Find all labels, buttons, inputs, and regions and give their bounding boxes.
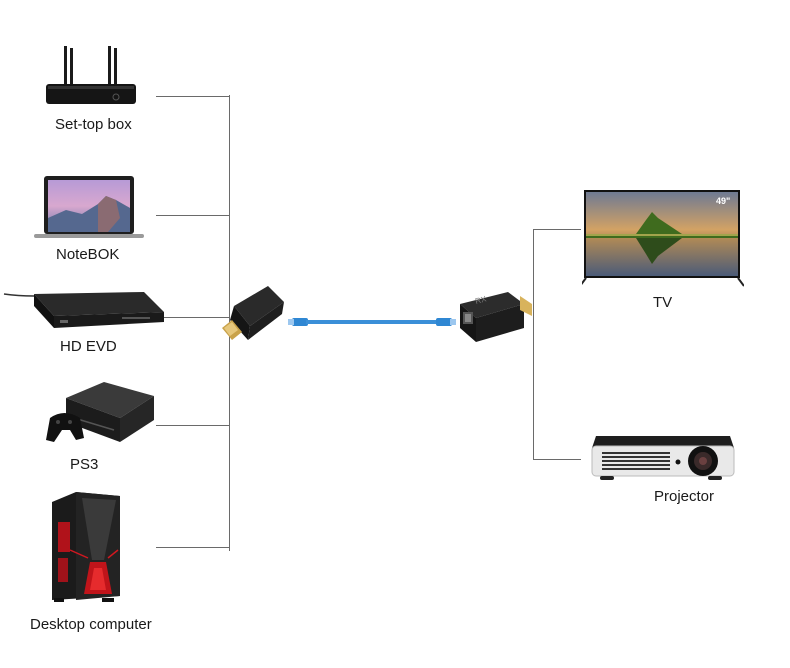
label-tv: TV xyxy=(653,294,673,311)
connector-line-hd-evd xyxy=(162,317,230,318)
connector-line-projector xyxy=(533,459,581,460)
connector-line-notebook xyxy=(156,215,230,216)
ethernet-cable xyxy=(288,318,456,326)
tv-screen-size: 49" xyxy=(716,196,730,206)
set-top-box-icon xyxy=(46,46,136,104)
ps3-console-icon xyxy=(46,382,154,442)
connector-line-desktop xyxy=(156,547,230,548)
connector-line-set-top-box xyxy=(156,96,230,97)
receiver-label: RX xyxy=(474,294,488,306)
tv-icon: 49" xyxy=(582,190,744,287)
notebook-icon xyxy=(34,176,144,238)
label-desktop-computer: Desktop computer xyxy=(30,616,152,633)
label-hd-evd: HD EVD xyxy=(60,338,117,355)
output-bus-line xyxy=(533,229,534,460)
desktop-computer-icon xyxy=(52,492,120,602)
projector-icon xyxy=(591,436,735,480)
label-set-top-box: Set-top box xyxy=(55,116,132,133)
hdmi-transmitter-icon xyxy=(222,286,284,340)
label-notebook: NoteBOK xyxy=(56,246,120,263)
hdmi-receiver-icon: RX xyxy=(460,292,532,342)
hd-evd-player-icon xyxy=(3,292,164,328)
connector-line-ps3 xyxy=(156,425,230,426)
label-ps3: PS3 xyxy=(70,456,99,473)
connector-line-tv xyxy=(533,229,581,230)
label-projector: Projector xyxy=(654,488,715,505)
